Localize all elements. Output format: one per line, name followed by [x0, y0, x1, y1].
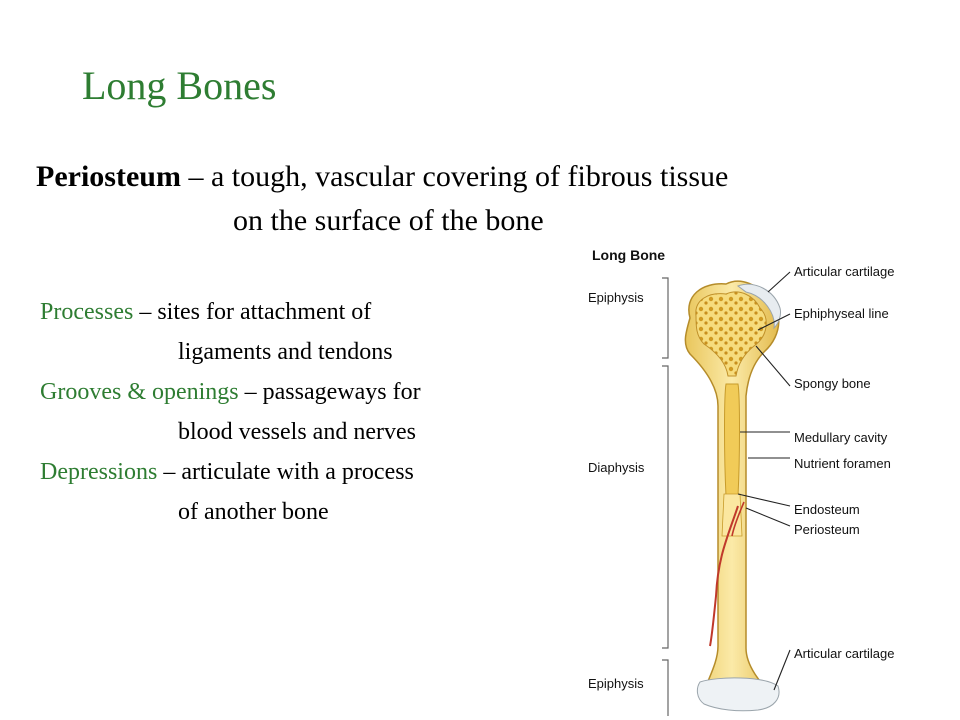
leader-lines: [737, 271, 791, 691]
leader-spongy-bone: [755, 345, 791, 387]
bone-features-list: Processes – sites for attachment of liga…: [40, 292, 580, 532]
item-text-continued: of another bone: [178, 499, 329, 525]
bracket-top-epiphysis: [662, 277, 669, 359]
leader-endosteum: [737, 493, 791, 507]
articular-cartilage-top: [736, 283, 781, 330]
label-articular-cartilage-bottom: Articular cartilage: [794, 646, 894, 661]
leader-articular-cartilage: [767, 271, 791, 293]
item-text: – sites for attachment of: [133, 299, 372, 325]
item-term: Grooves & openings: [40, 379, 239, 405]
region-label-diaphysis: Diaphysis: [588, 460, 645, 475]
label-endosteum: Endosteum: [794, 502, 860, 517]
list-item-depressions: Depressions – articulate with a process …: [40, 452, 580, 532]
nutrient-vessel: [709, 505, 739, 647]
slide-title: Long Bones: [82, 63, 277, 108]
definition-text-line1: – a tough, vascular covering of fibrous …: [180, 160, 729, 193]
region-label-top-epiphysis: Epiphysis: [588, 290, 644, 305]
spongy-bone: [695, 291, 767, 377]
label-articular-cartilage-top: Articular cartilage: [794, 264, 894, 279]
definition-text-line2: on the surface of the bone: [233, 204, 544, 237]
list-item-processes: Processes – sites for attachment of liga…: [40, 292, 580, 372]
bracket-diaphysis: [662, 365, 669, 649]
item-text: – passageways for: [238, 379, 421, 405]
leader-epiphyseal-line: [757, 313, 791, 331]
label-epiphyseal-line: Ephiphyseal line: [794, 306, 889, 321]
label-spongy-bone: Spongy bone: [794, 376, 871, 391]
item-text: – articulate with a process: [157, 459, 414, 485]
periosteum-definition: Periosteum – a tough, vascular covering …: [36, 155, 936, 243]
figure-title: Long Bone: [592, 247, 665, 263]
leader-periosteum: [745, 507, 791, 527]
label-periosteum: Periosteum: [794, 522, 860, 537]
endosteum-layer: [721, 493, 743, 537]
leader-articular-cartilage-bottom: [773, 649, 791, 691]
label-nutrient-foramen: Nutrient foramen: [794, 456, 891, 471]
item-text-continued: ligaments and tendons: [178, 339, 393, 365]
region-label-bottom-epiphysis: Epiphysis: [588, 676, 644, 691]
nutrient-vessel-branch: [731, 501, 745, 537]
item-term: Processes: [40, 299, 134, 325]
label-medullary-cavity: Medullary cavity: [794, 430, 888, 445]
definition-term: Periosteum: [36, 160, 181, 193]
item-term: Depressions: [40, 459, 158, 485]
medullary-cavity: [724, 383, 740, 497]
long-bone-diagram: Long Bone Epiphysis Diaphysis Epiphysis: [578, 236, 940, 716]
item-text-continued: blood vessels and nerves: [178, 419, 416, 445]
articular-cartilage-bottom: [696, 677, 780, 712]
bracket-bottom-epiphysis: [662, 659, 669, 716]
list-item-grooves-openings: Grooves & openings – passageways for blo…: [40, 372, 580, 452]
